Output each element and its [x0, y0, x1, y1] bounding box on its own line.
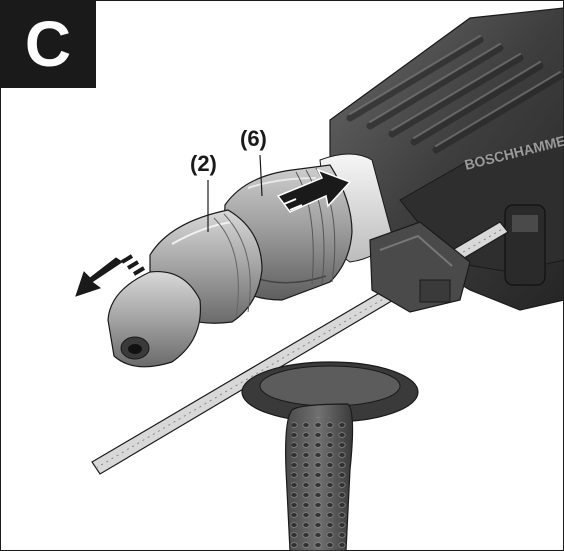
handle-guard — [241, 361, 419, 423]
motor-housing: BOSCHHAMMER — [329, 7, 564, 311]
figure-letter: C — [0, 0, 96, 88]
arrow-forward-icon — [75, 254, 146, 297]
auxiliary-grip — [285, 403, 354, 551]
chuck-front — [107, 209, 263, 368]
callout-2-label: (2) — [190, 151, 217, 176]
callout-6-label: (6) — [240, 126, 267, 151]
auxiliary-handle-clamp — [369, 221, 471, 313]
arrow-back-icon — [276, 168, 352, 213]
